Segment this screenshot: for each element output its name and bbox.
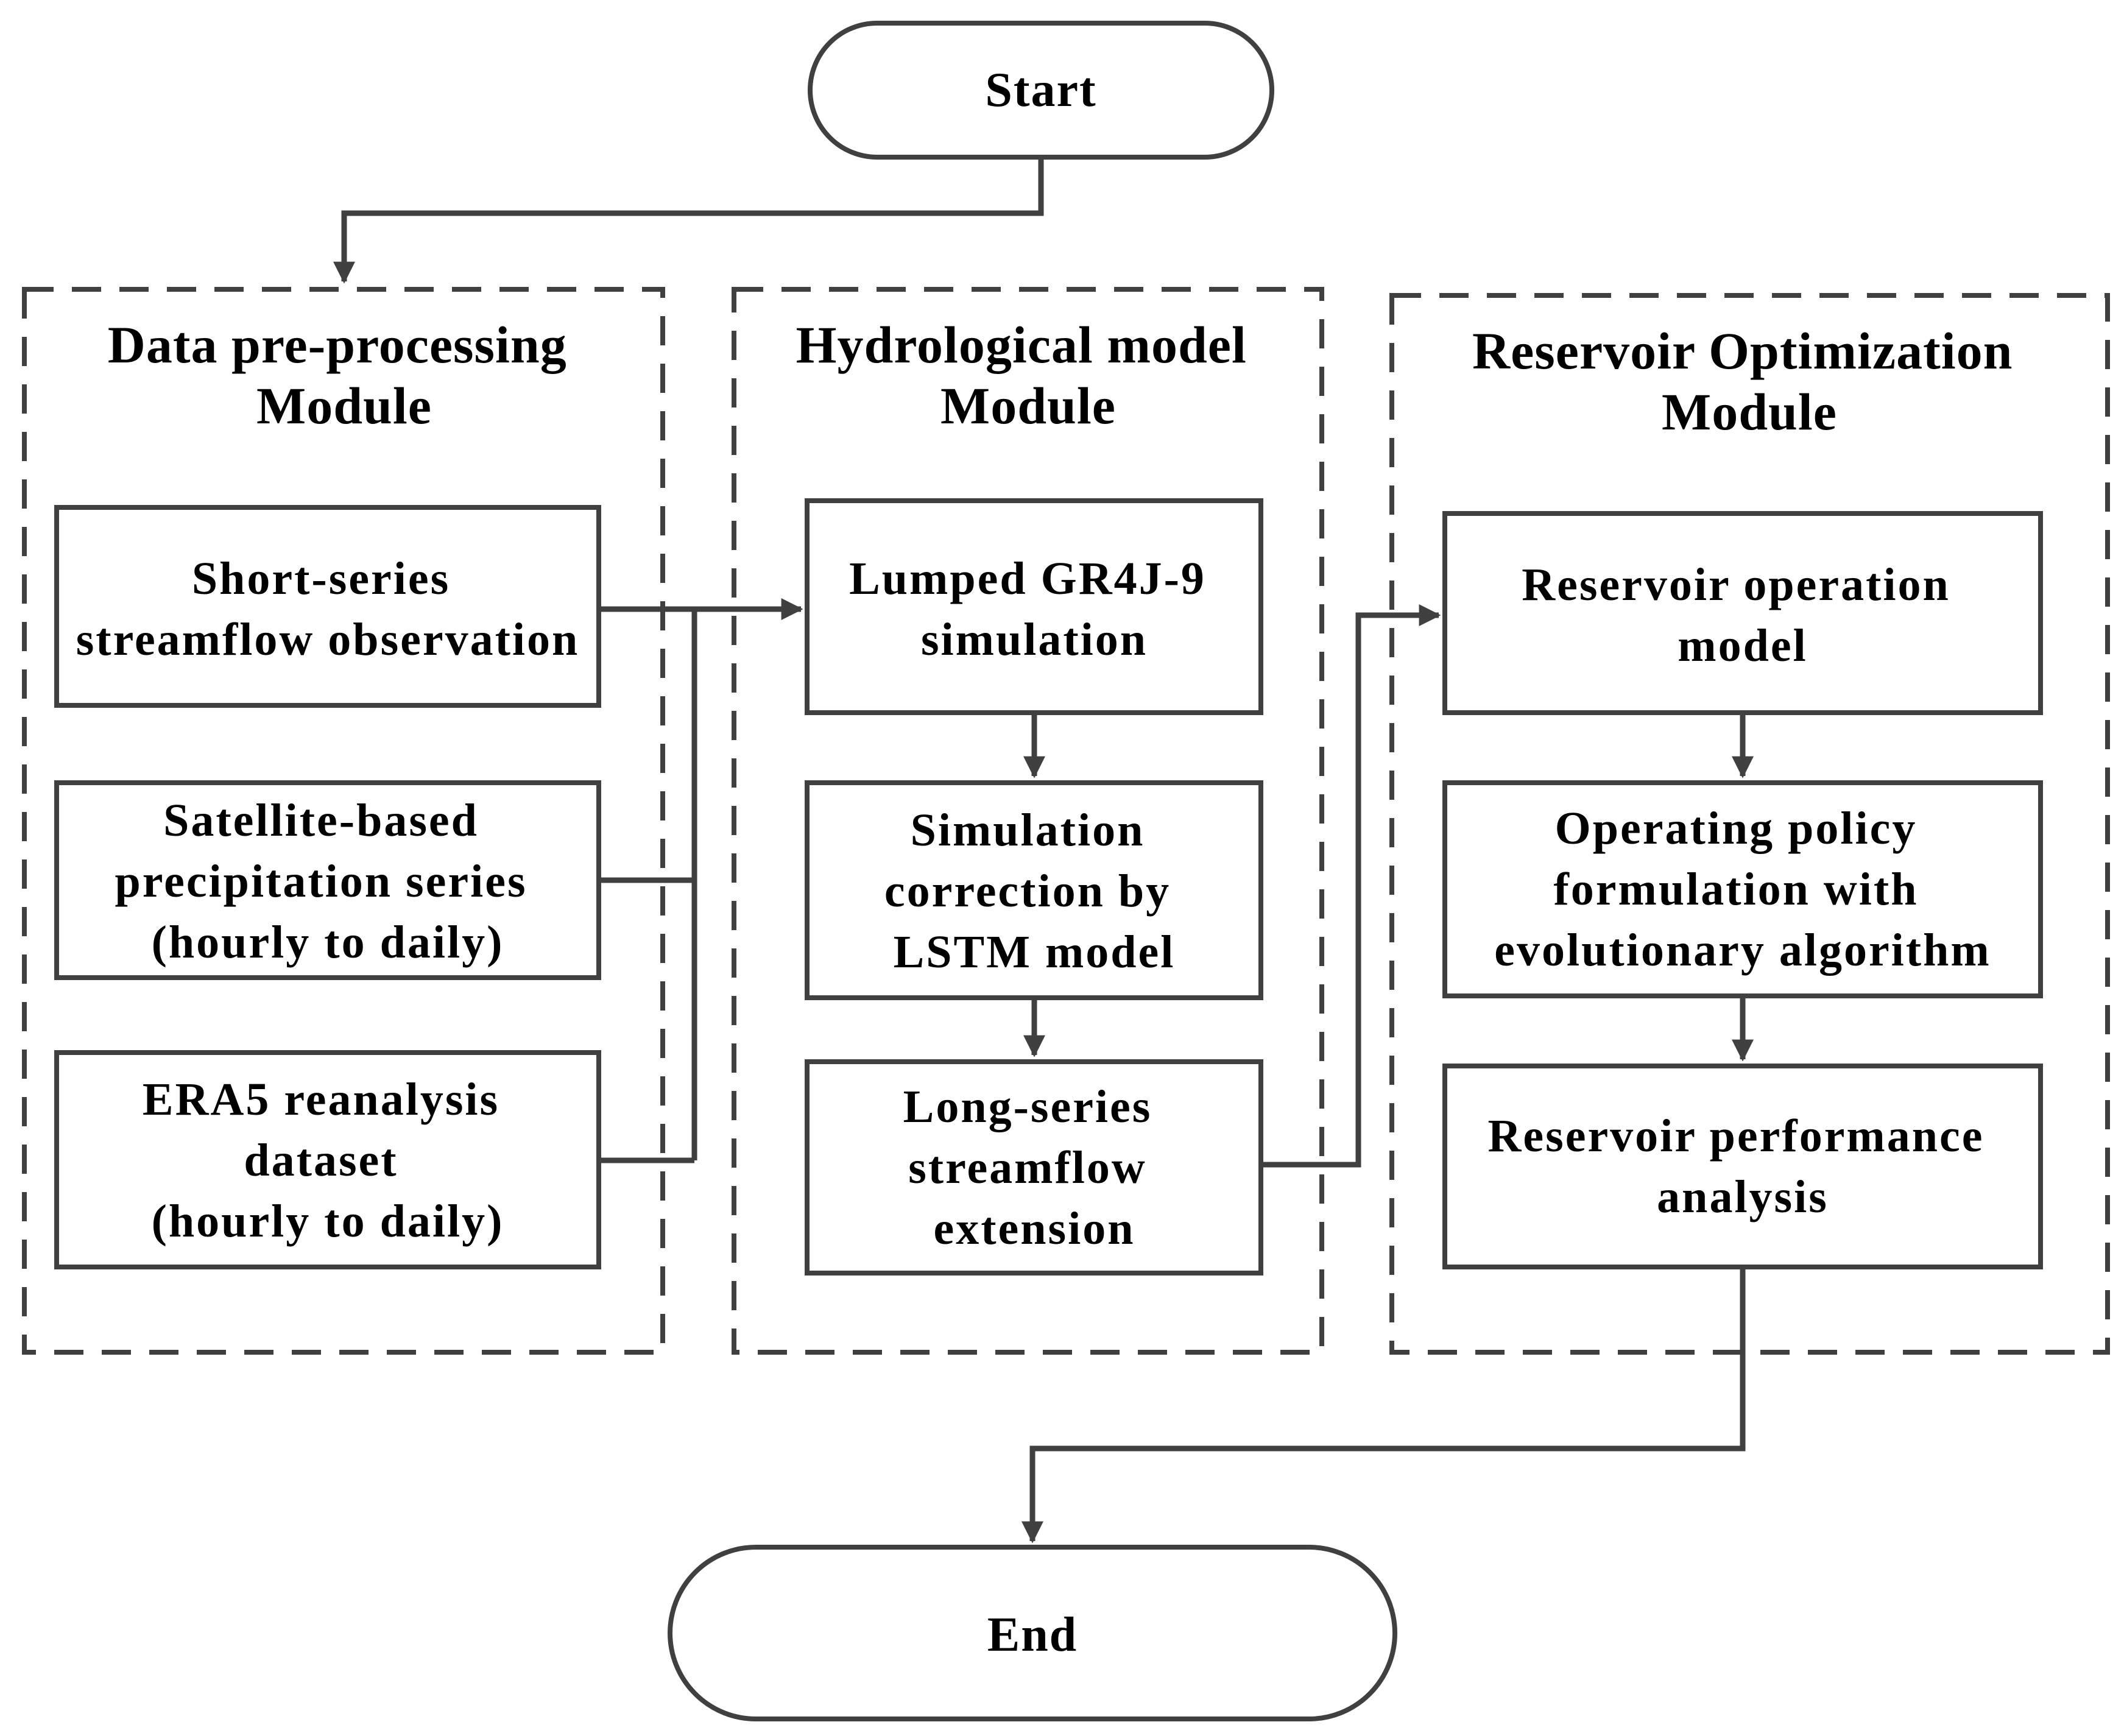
data-preprocessing-module-title: Data pre-processing Module: [108, 316, 580, 435]
era5-dataset-box-text: ERA5 reanalysis dataset (hourly to daily…: [143, 1074, 513, 1247]
hydro-module-title-line-1: Hydrological model: [796, 316, 1247, 374]
start-label: Start: [985, 63, 1096, 117]
long-series-extension-box-text: Long-series streamflow extension: [903, 1081, 1166, 1254]
reservoir-operation-box-text: Reservoir operation model: [1522, 559, 1964, 671]
gr4j-simulation-box: [805, 498, 1263, 715]
reservoir-performance-box-text: Reservoir performance analysis: [1488, 1110, 1998, 1223]
short-series-box-text: Short-series streamflow observation: [76, 553, 580, 665]
performance-to-end-arrow: [1021, 1267, 1746, 1544]
long-series-to-reservoir-operation-arrow: [1261, 604, 1441, 1168]
end-label: End: [987, 1608, 1078, 1662]
lstm-correction-box-text: Simulation correction by LSTM model: [884, 805, 1184, 978]
reservoir-operation-box: [1442, 511, 2043, 715]
reservoir-performance-box: [1442, 1064, 2043, 1269]
reservoir-module-title-line-1: Reservoir Optimization: [1472, 322, 2013, 380]
satellite-precipitation-box-text: Satellite-based precipitation series (ho…: [115, 795, 540, 968]
data-module-title-line-2: Module: [256, 376, 432, 435]
short-series-box: [54, 505, 601, 708]
long-series-extension-box: [805, 1059, 1263, 1276]
reservoir-module-title-line-2: Module: [1662, 383, 1837, 441]
gr4j-simulation-box-text: Lumped GR4J-9 simulation: [849, 553, 1219, 665]
end-terminal: [668, 1545, 1397, 1721]
lstm-correction-box: [805, 780, 1263, 1000]
reservoir-optimization-module-container: [1389, 293, 2110, 1355]
data-module-title-line-1: Data pre-processing: [108, 316, 567, 374]
hydro-module-title-line-2: Module: [940, 376, 1116, 435]
era5-dataset-box: [54, 1050, 601, 1269]
operating-policy-box: [1442, 780, 2043, 998]
start-to-data-module-arrow: [333, 157, 1044, 284]
hydrological-model-module-container: [732, 287, 1324, 1355]
hydrological-module-title: Hydrological model Module: [796, 316, 1261, 435]
data-preprocessing-module-container: [22, 287, 665, 1355]
reservoir-module-title: Reservoir Optimization Module: [1472, 322, 2027, 441]
operating-policy-box-text: Operating policy formulation with evolut…: [1494, 803, 1991, 976]
